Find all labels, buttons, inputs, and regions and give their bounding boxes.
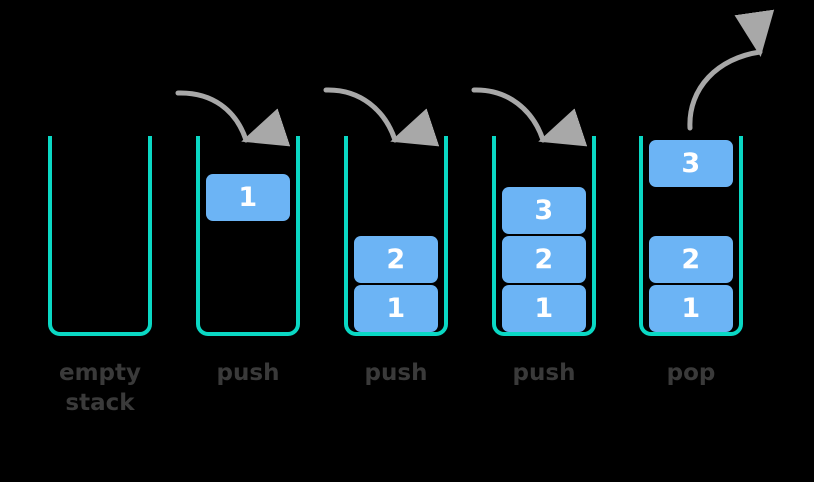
stack-block: 2 <box>649 236 733 283</box>
stack-label-5: pop <box>666 360 716 386</box>
stack-label-1: empty stack <box>58 360 142 416</box>
stack-block: 2 <box>354 236 438 283</box>
push-arrow-icon-2 <box>323 87 440 147</box>
stack-block: 1 <box>206 174 290 221</box>
stack-container <box>639 136 743 336</box>
pop-arrow-icon <box>687 9 775 131</box>
stack-block: 1 <box>649 285 733 332</box>
stack-block: 2 <box>502 236 586 283</box>
stack-block: 1 <box>354 285 438 332</box>
stack-label-2: push <box>216 360 280 386</box>
push-arrow-icon-3 <box>471 87 588 147</box>
push-arrow-icon-1 <box>175 90 291 147</box>
stack-label-4: push <box>512 360 576 386</box>
stack-block: 3 <box>649 140 733 187</box>
stack-container <box>344 136 448 336</box>
stack-container <box>492 136 596 336</box>
stack-label-3: push <box>364 360 428 386</box>
stack-container <box>48 136 152 336</box>
stack-block: 3 <box>502 187 586 234</box>
stack-container <box>196 136 300 336</box>
stack-block: 1 <box>502 285 586 332</box>
